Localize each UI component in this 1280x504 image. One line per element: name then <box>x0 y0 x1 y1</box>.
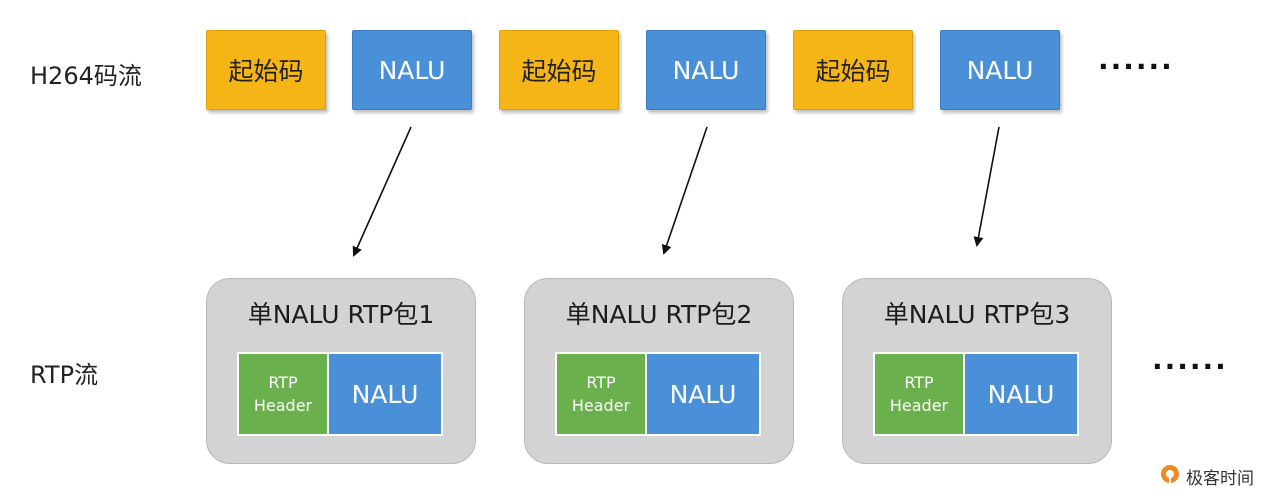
nalu-payload: NALU <box>965 354 1077 434</box>
rtp-packet-2: 单NALU RTP包2 RTP Header NALU <box>524 278 794 464</box>
rtp-header-line1: RTP <box>586 373 616 392</box>
start-code-box: 起始码 <box>793 30 913 110</box>
start-code-box: 起始码 <box>499 30 619 110</box>
rtp-header-line1: RTP <box>904 373 934 392</box>
packet-content: RTP Header NALU <box>555 352 761 436</box>
rtp-header-block: RTP Header <box>239 354 327 434</box>
watermark: 极客时间 <box>1160 464 1254 489</box>
arrow-2 <box>661 126 708 255</box>
packet-title: 单NALU RTP包2 <box>565 300 753 329</box>
nalu-box: NALU <box>352 30 472 110</box>
rtp-packet-1: 单NALU RTP包1 RTP Header NALU <box>206 278 476 464</box>
nalu-box: NALU <box>940 30 1060 110</box>
rtp-header-block: RTP Header <box>557 354 645 434</box>
rtp-ellipsis: ······ <box>1152 350 1228 383</box>
rtp-header-line2: Header <box>253 396 313 415</box>
rtp-stream-label: RTP流 <box>30 361 99 389</box>
h264-stream-label: H264码流 <box>30 62 142 90</box>
packet-content: RTP Header NALU <box>237 352 443 436</box>
nalu-payload: NALU <box>329 354 441 434</box>
rtp-header-line2: Header <box>571 396 631 415</box>
watermark-text: 极客时间 <box>1186 469 1254 489</box>
packet-title: 单NALU RTP包3 <box>883 300 1071 329</box>
rtp-header-block: RTP Header <box>875 354 963 434</box>
start-code-box: 起始码 <box>206 30 326 110</box>
rtp-packet-3: 单NALU RTP包3 RTP Header NALU <box>842 278 1112 464</box>
rtp-header-line2: Header <box>889 396 949 415</box>
packet-content: RTP Header NALU <box>873 352 1079 436</box>
nalu-box: NALU <box>646 30 766 110</box>
stream-ellipsis: ······ <box>1098 50 1174 83</box>
packet-title: 单NALU RTP包1 <box>247 300 435 329</box>
rtp-header-line1: RTP <box>268 373 298 392</box>
nalu-payload: NALU <box>647 354 759 434</box>
geek-time-logo-icon <box>1160 464 1180 489</box>
arrow-3 <box>973 126 1000 247</box>
arrow-1 <box>352 126 412 257</box>
